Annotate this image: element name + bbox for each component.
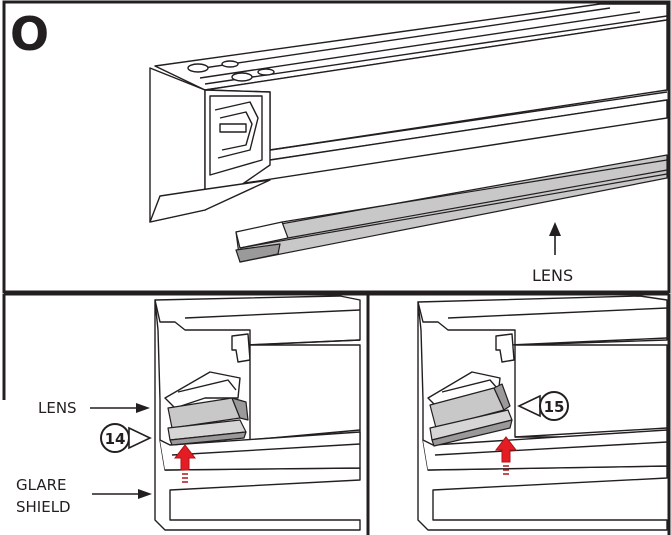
detail-right-panel: 15 (368, 292, 671, 535)
detail-left-housing (154, 295, 361, 531)
glare-shield-arrow (92, 489, 152, 499)
step-14-callout: 14 (100, 423, 152, 453)
step-15-number: 15 (544, 398, 565, 416)
detail-left-lens-arrow (90, 403, 150, 413)
detail-left-panel: 14 LENS GLARE SHIELD (2, 292, 370, 535)
detail-right-push-arrow (494, 436, 518, 475)
glare-label-line1: GLARE (16, 476, 67, 494)
detail-left-push-arrow (173, 444, 197, 483)
detail-left-lens-label: LENS (38, 399, 77, 417)
detail-right-housing (417, 295, 668, 531)
fixture-housing (149, 3, 668, 223)
overview-lens-arrow (549, 222, 561, 255)
glare-label-line2: SHIELD (16, 498, 71, 516)
detail-right-lens (429, 383, 513, 447)
overview-lens-label: LENS (532, 266, 573, 285)
step-letter: O (10, 7, 49, 61)
overview-lens (235, 154, 668, 263)
detail-left-lens (167, 397, 249, 446)
step-15-callout: 15 (517, 391, 569, 421)
step-14-number: 14 (105, 430, 126, 448)
overview-panel: O (2, 0, 671, 294)
